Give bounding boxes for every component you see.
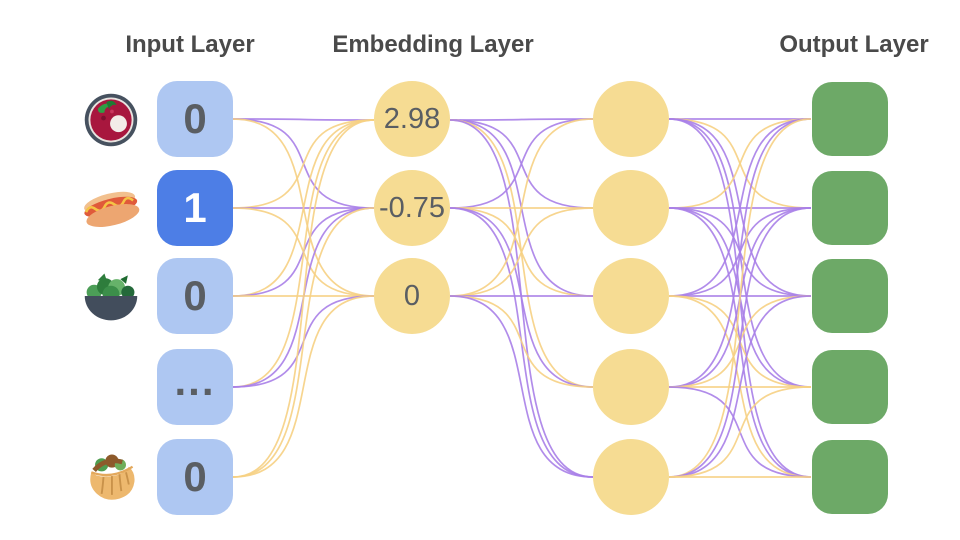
salad-icon — [80, 265, 142, 327]
embedding-node-value: -0.75 — [378, 191, 446, 224]
input-node: 0 — [157, 258, 233, 334]
embedding-layer-title: Embedding Layer — [332, 31, 534, 58]
embedding-node: 0 — [374, 258, 450, 334]
input-node-value: 0 — [183, 272, 207, 319]
input-node-active: 1 — [157, 170, 233, 246]
edge-purple — [449, 118, 594, 209]
edge-yellow — [449, 295, 594, 388]
input-node-value: ... — [174, 356, 216, 404]
output-layer-title: Output Layer — [779, 31, 929, 58]
edge-yellow — [668, 386, 812, 478]
input-node-value: 0 — [183, 453, 207, 500]
edge-purple — [668, 118, 812, 388]
hot-dog-icon — [80, 177, 142, 239]
output-node — [812, 350, 888, 424]
edge-yellow — [232, 119, 375, 297]
edge-yellow — [232, 119, 375, 478]
edge-yellow — [668, 118, 812, 478]
hidden-node — [593, 81, 669, 157]
edge-purple — [668, 207, 812, 478]
edge-purple — [668, 118, 812, 297]
edge-yellow — [232, 119, 375, 209]
input-node-ellipsis: ... — [157, 349, 233, 425]
hidden-node — [593, 349, 669, 425]
edge-yellow — [449, 207, 594, 297]
edge-yellow — [232, 207, 375, 478]
output-node — [812, 259, 888, 333]
hidden-node — [593, 170, 669, 246]
edge-purple — [668, 295, 812, 478]
output-node — [812, 171, 888, 245]
output-node — [812, 440, 888, 514]
hidden-node — [593, 439, 669, 515]
embedding-node: 2.98 — [374, 81, 450, 157]
output-node — [812, 82, 888, 156]
pita-icon — [80, 446, 142, 508]
input-node-value: 1 — [183, 184, 207, 231]
input-node: 0 — [157, 439, 233, 515]
hidden-node — [593, 258, 669, 334]
edge-yellow — [449, 118, 594, 297]
embedding-node-value: 0 — [403, 279, 421, 312]
edge-purple — [449, 118, 594, 121]
input-layer-title: Input Layer — [125, 31, 255, 58]
edge-purple — [449, 207, 594, 388]
edge-yellow — [668, 118, 812, 209]
edge-purple — [449, 295, 594, 478]
embedding-node: -0.75 — [374, 170, 450, 246]
embedding-node-value: 2.98 — [383, 102, 441, 135]
input-node-value: 0 — [183, 95, 207, 142]
input-node: 0 — [157, 81, 233, 157]
edge-yellow — [232, 295, 375, 478]
edge-yellow — [232, 119, 375, 388]
soup-icon — [80, 88, 142, 150]
edge-purple — [232, 118, 375, 121]
